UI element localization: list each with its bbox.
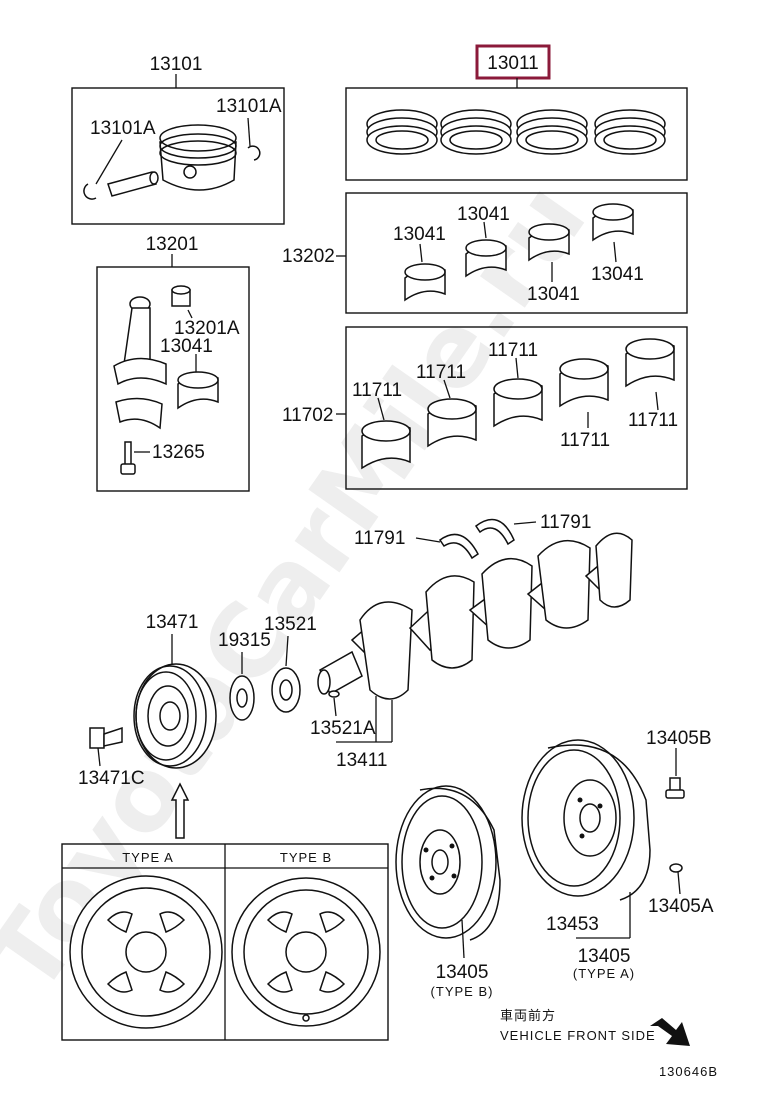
label-13405A[interactable]: 13405A: [648, 896, 714, 917]
pulley-type-a-icon: [69, 875, 223, 1029]
direction-up-arrow-icon: [170, 782, 190, 839]
main-bearing-shell-5-icon: [625, 338, 675, 388]
ring-group: 13011: [345, 44, 688, 181]
main-bearing-box: [345, 326, 688, 490]
crankshaft-icon: [317, 532, 633, 742]
flywheel-bolt-icon: [665, 777, 685, 799]
thrust-washer-right-icon: [474, 518, 515, 546]
label-13101A-right[interactable]: 13101A: [216, 96, 282, 117]
label-13405-type-a[interactable]: 13405: [578, 946, 631, 967]
label-11711-d[interactable]: 11711: [560, 430, 610, 451]
label-11791-right[interactable]: 11791: [540, 512, 591, 533]
label-19315[interactable]: 19315: [218, 630, 271, 651]
main-bearing-shell-4-icon: [559, 358, 609, 408]
connecting-rod-icon: [113, 296, 167, 430]
piston-ring-set-icon: [366, 109, 666, 155]
label-11711-e[interactable]: 11711: [628, 410, 678, 431]
label-13471C[interactable]: 13471C: [78, 768, 145, 789]
conrod-bolt-icon: [120, 441, 136, 475]
pulley-bolt-icon: [89, 726, 123, 749]
piston-pin-icon: [107, 171, 159, 197]
thrust-washer-left-icon: [438, 533, 479, 560]
label-13201A[interactable]: 13201A: [174, 318, 240, 339]
figure-id: 130646B: [659, 1064, 718, 1079]
rod-bearing-group: 13202 13041 13041 13041 13041: [282, 192, 688, 314]
direction-en: VEHICLE FRONT SIDE: [500, 1028, 656, 1043]
label-13521[interactable]: 13521: [264, 614, 317, 635]
timing-gear-icon: [229, 675, 255, 721]
main-bearing-shell-3-icon: [493, 378, 543, 428]
ring-box: [345, 87, 688, 181]
label-13011[interactable]: 13011: [487, 53, 538, 74]
piston-icon: [159, 124, 237, 191]
label-type-a-note: (TYPE A): [573, 966, 635, 981]
label-13265[interactable]: 13265: [152, 442, 205, 463]
label-13101[interactable]: 13101: [150, 54, 203, 75]
label-13405B[interactable]: 13405B: [646, 728, 712, 749]
flywheel-type-b-icon: [395, 785, 501, 941]
label-13041-d[interactable]: 13041: [591, 264, 644, 285]
main-bearing-shell-2-icon: [427, 398, 477, 448]
label-type-b-note: (TYPE B): [431, 984, 494, 999]
piston-box: [71, 87, 285, 225]
piston-clip-left-icon: [83, 183, 97, 200]
ring-label-highlight: [475, 44, 551, 80]
conrod-bushing-icon: [171, 285, 191, 307]
label-11711-b[interactable]: 11711: [416, 362, 466, 383]
rod-bearing-shell-2-icon: [465, 239, 507, 278]
label-13041-c[interactable]: 13041: [527, 284, 580, 305]
label-13041-b[interactable]: 13041: [457, 204, 510, 225]
pulley-types-group: TYPE A TYPE B: [61, 843, 389, 1041]
crank-key-icon: [328, 690, 340, 698]
label-13411[interactable]: 13411: [336, 750, 387, 771]
direction-note: 車両前方 VEHICLE FRONT SIDE: [500, 1008, 690, 1046]
vehicle-front-arrow-icon: [650, 1018, 690, 1046]
label-11711-a[interactable]: 11711: [352, 380, 402, 401]
label-13471[interactable]: 13471: [146, 612, 199, 633]
rod-bearing-shell-3-icon: [528, 223, 570, 262]
label-13453[interactable]: 13453: [546, 914, 599, 935]
label-11791-left[interactable]: 11791: [354, 528, 405, 549]
main-bearing-group: 11702 11711 11711 11711 11711 117: [282, 326, 688, 490]
conrod-group: 13201 13201A 13041 13265: [96, 234, 250, 492]
piston-clip-right-icon: [247, 145, 261, 161]
label-11702[interactable]: 11702: [282, 405, 333, 426]
label-13405-type-b[interactable]: 13405: [436, 962, 489, 983]
thrust-washer-group: 11791 11791: [354, 512, 591, 560]
crank-gear-icon: [271, 667, 301, 713]
label-13041-rod[interactable]: 13041: [160, 336, 213, 357]
conrod-bearing-icon: [177, 371, 219, 410]
rod-bearing-shell-4-icon: [592, 203, 634, 242]
label-13202[interactable]: 13202: [282, 246, 335, 267]
flywheel-type-b-group: 13405 (TYPE B): [395, 785, 501, 999]
conrod-box: [96, 266, 250, 492]
crank-pulley-icon: [133, 663, 217, 769]
rod-bearing-shell-1-icon: [404, 263, 446, 302]
label-13201[interactable]: 13201: [146, 234, 199, 255]
piston-group: 13101 13101A 13101A: [71, 54, 285, 225]
flywheel-pin-icon: [669, 863, 683, 873]
flywheel-type-a-group: 13453 13405 (TYPE A) 13405B 13405A: [521, 728, 714, 981]
flywheel-type-a-icon: [521, 739, 651, 901]
label-11711-c[interactable]: 11711: [488, 340, 538, 361]
pulley-type-b-icon: [231, 877, 381, 1027]
pulley-group: 13471 13471C 19315 13521: [78, 612, 317, 789]
rod-bearing-box: [345, 192, 688, 314]
label-13521A[interactable]: 13521A: [310, 718, 376, 739]
label-13101A-left[interactable]: 13101A: [90, 118, 156, 139]
direction-jp: 車両前方: [500, 1008, 556, 1023]
type-a-header: TYPE A: [122, 850, 174, 865]
type-b-header: TYPE B: [280, 850, 332, 865]
main-bearing-shell-1-icon: [361, 420, 411, 470]
label-13041-a[interactable]: 13041: [393, 224, 446, 245]
